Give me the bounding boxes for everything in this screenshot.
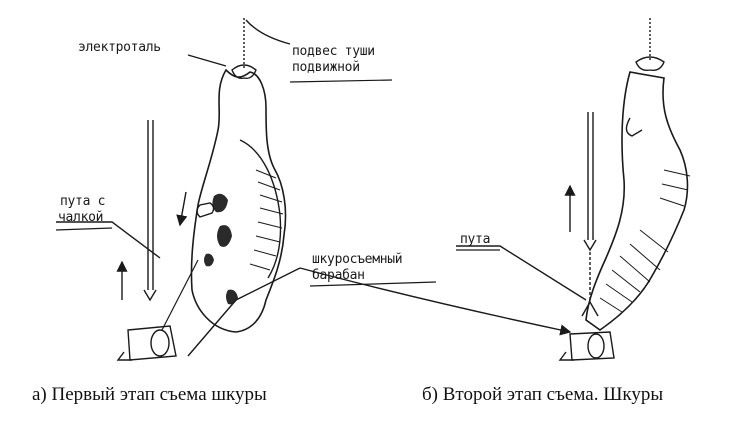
figure-a (56, 18, 300, 360)
leader-drum-a (188, 268, 300, 356)
lower-hook-a (144, 290, 156, 300)
hide-flap-a (240, 140, 281, 278)
caption-a: а) Первый этап съема шкуры (32, 384, 267, 406)
label-drum-2: барабан (312, 268, 365, 283)
leader-shackle-b (456, 246, 586, 300)
leader-hang (246, 20, 290, 44)
lower-hook-b (584, 240, 596, 250)
carcass-b (586, 72, 687, 330)
carcass-a (191, 70, 285, 332)
down-arrow-a (180, 192, 186, 225)
label-drum-1: шкуросъемный (312, 252, 402, 267)
leader-shackle (56, 222, 160, 258)
bone-a (197, 203, 214, 217)
carcass-spots-a (204, 194, 238, 305)
label-shackle-b: пута (460, 232, 490, 247)
label-shackle-2: чалкой (58, 210, 103, 225)
label-shackle-1: пута с (60, 194, 105, 209)
label-carcass-hang-2: подвижной (292, 60, 360, 75)
label-carcass-hang-1: подвес туши (292, 44, 375, 59)
caption-b: б) Второй этап съема. Шкуры (422, 384, 663, 406)
leader-electrotal (188, 55, 226, 66)
skinning-drum-a (118, 326, 176, 360)
knee-detail-b (626, 118, 642, 136)
label-electrotal: электроталь (78, 40, 161, 55)
